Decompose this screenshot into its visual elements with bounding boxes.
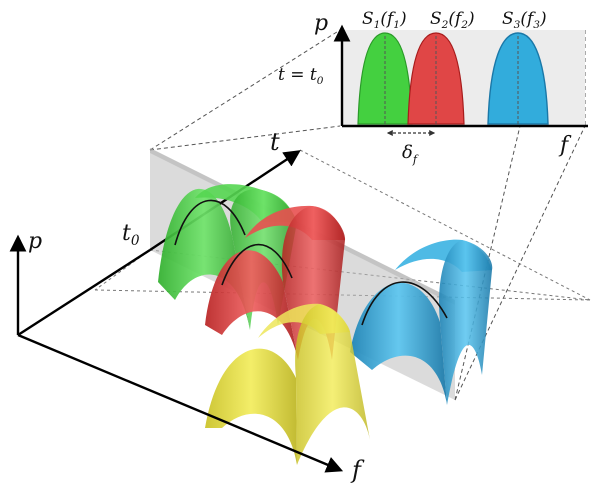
spacing-label: δf bbox=[402, 142, 419, 166]
signal-label-1: S1(f1) bbox=[362, 9, 407, 31]
yellow-signal-surface bbox=[205, 303, 370, 465]
t-axis-label: t bbox=[270, 128, 280, 156]
f-axis-label: f bbox=[350, 456, 365, 484]
signal-label-3: S3(f3) bbox=[502, 9, 547, 31]
blue-signal-surface bbox=[350, 239, 493, 405]
time-condition-label: t = t0 bbox=[278, 65, 324, 87]
p-axis-label: p bbox=[28, 229, 42, 254]
t0-label: t0 bbox=[122, 221, 140, 249]
inset-panel bbox=[333, 24, 588, 128]
origin-edge bbox=[17, 248, 151, 337]
inset-p-label: p bbox=[314, 11, 328, 36]
inset-f-label: f bbox=[558, 133, 572, 158]
f-axis bbox=[17, 333, 344, 473]
signal-label-2: S2(f2) bbox=[430, 9, 475, 31]
signal-labels: S1(f1) S2(f2) S3(f3) bbox=[362, 9, 547, 31]
